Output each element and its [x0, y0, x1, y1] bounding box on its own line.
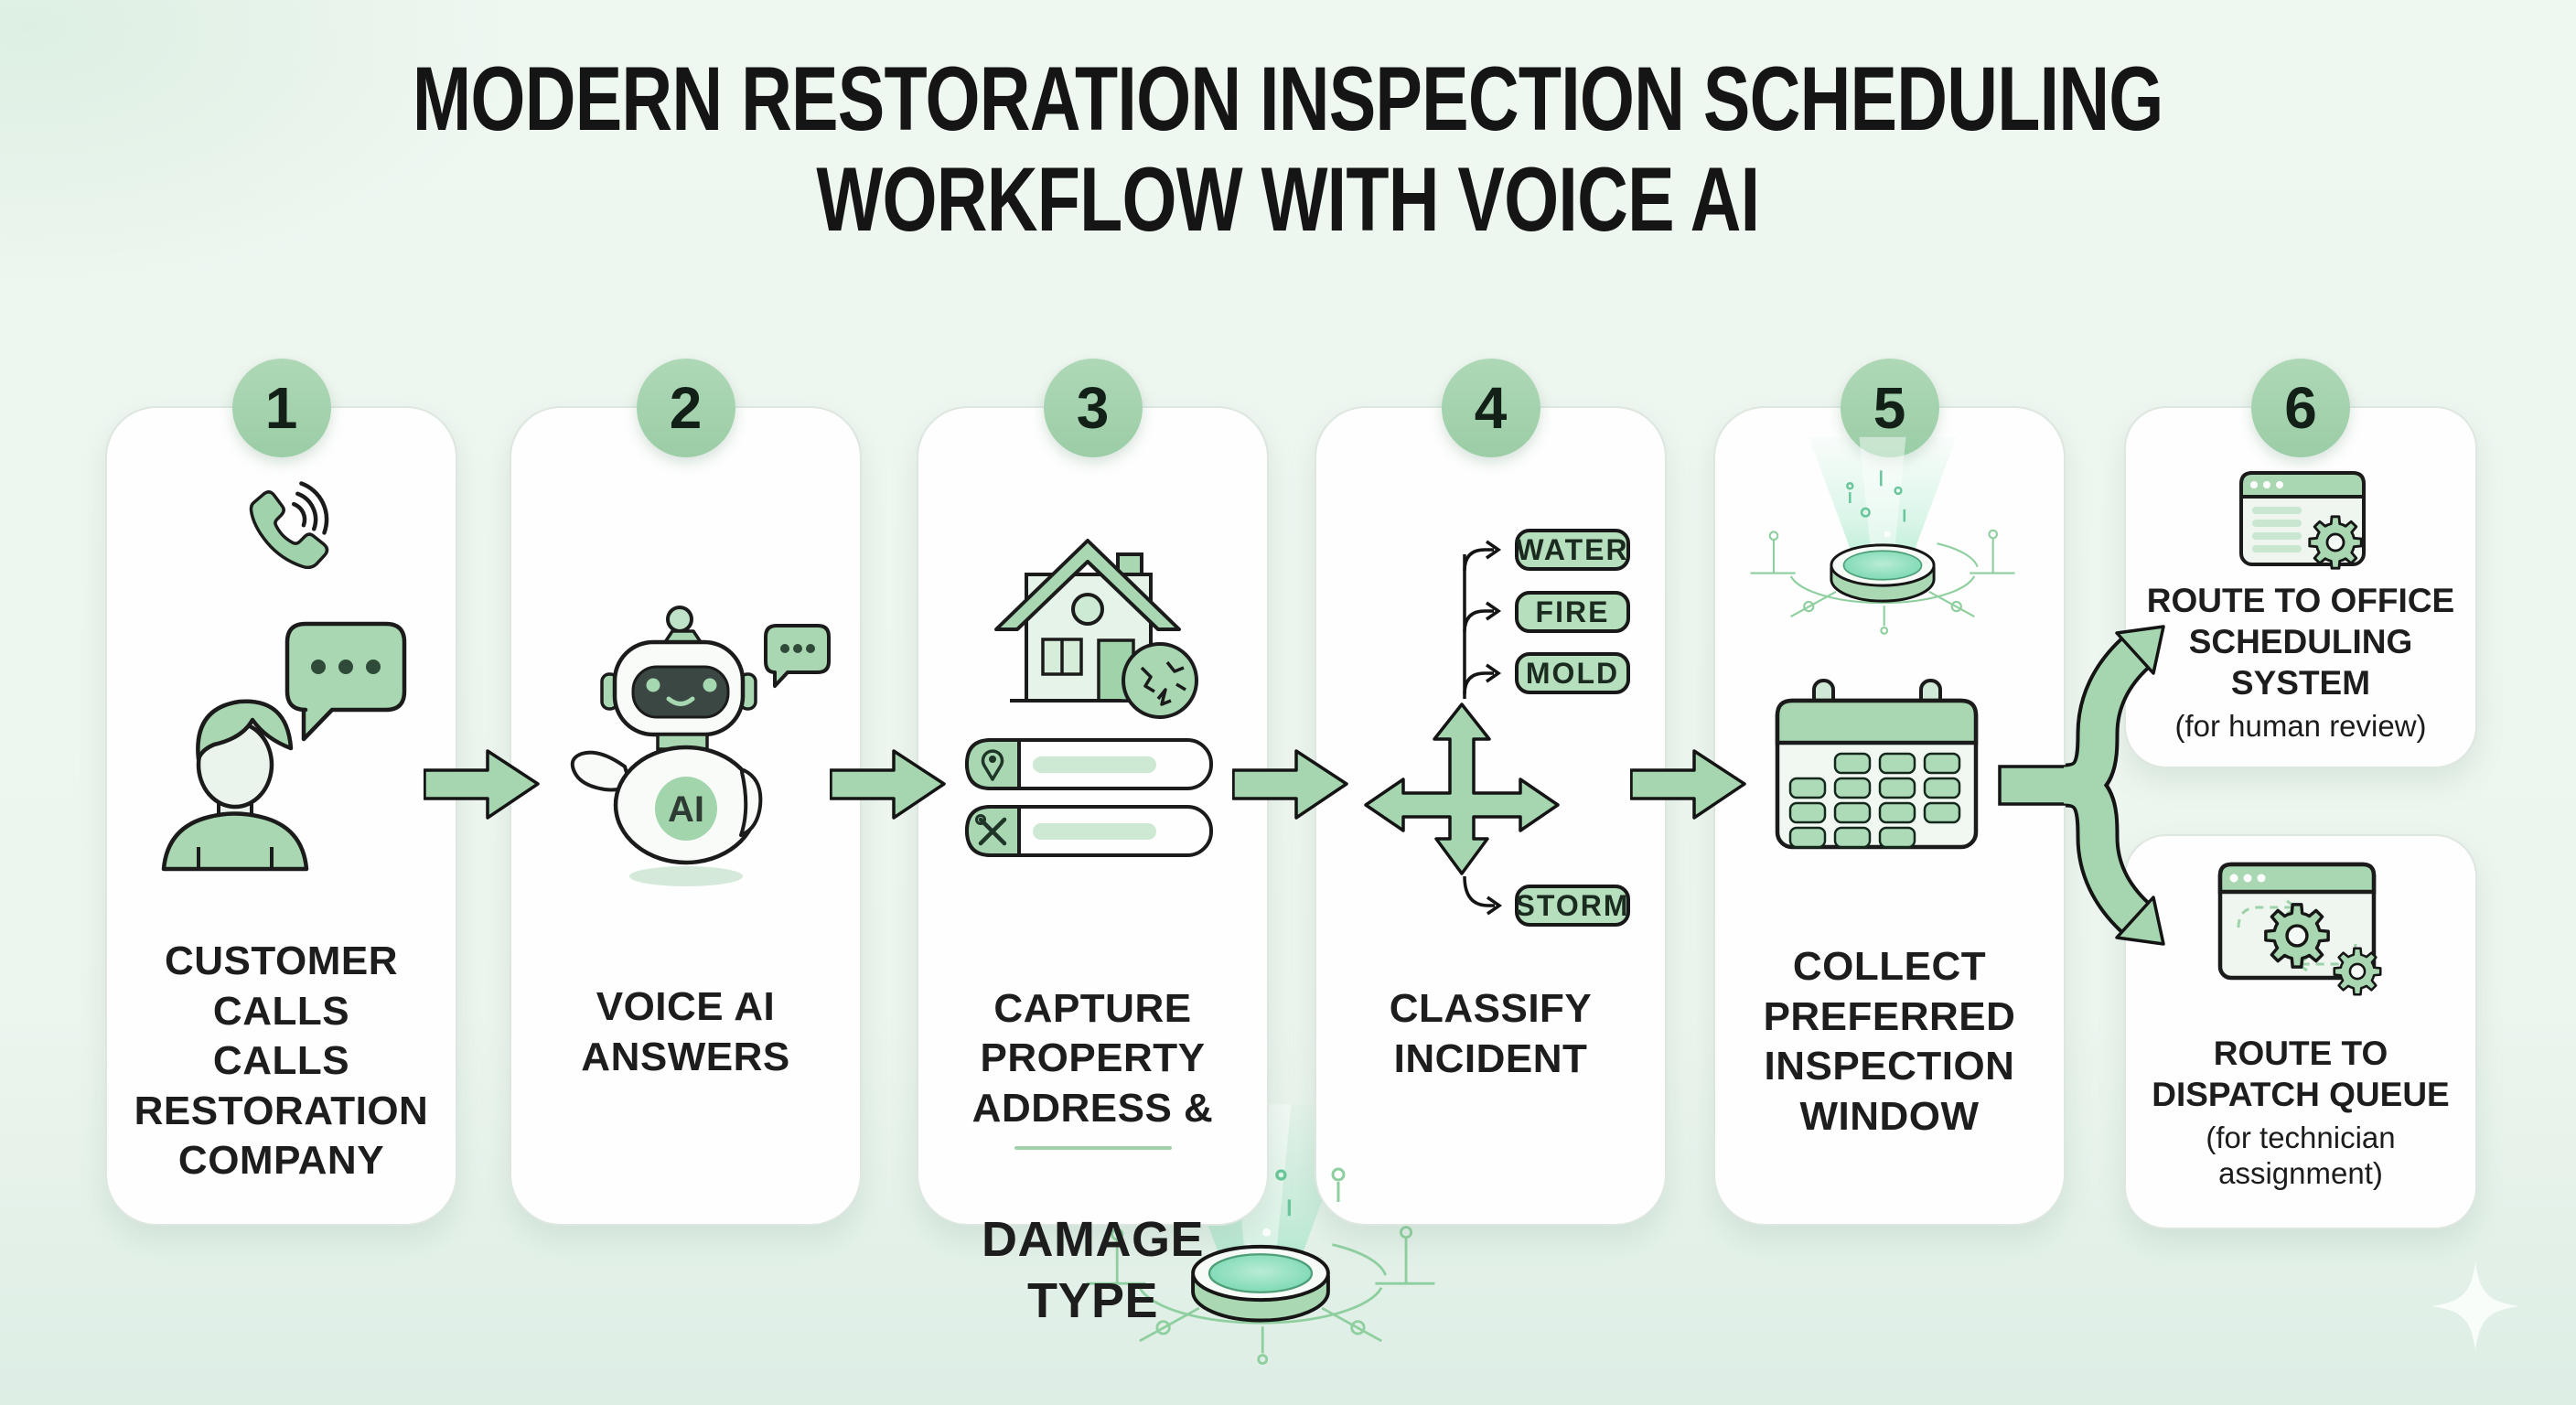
page-title-line2: WORKFLOW WITH VOICE AI: [816, 148, 1761, 250]
speech-bubble-icon: [284, 621, 407, 742]
calendar-icon: [1775, 679, 1979, 850]
incident-pill-water: WATER: [1515, 529, 1630, 571]
inspection-window-illustration: [1749, 435, 2016, 850]
step-number-badge: 1: [231, 359, 331, 457]
route-card-office: 6 ROUTE TO OFFICE SCHEDULING SYSTEM (for…: [2124, 359, 2477, 768]
step-card-5: 5 COLLECT PREFERRED INSPECTION WINDOW: [1713, 359, 2066, 1226]
route-label: ROUTE TO DISPATCH QUEUE (for technician …: [2133, 1033, 2468, 1192]
phone-call-icon: [249, 481, 329, 570]
sparkle-icon: [2431, 1262, 2519, 1350]
customer-call-illustration: [161, 481, 407, 872]
browser-gear-icon: [2239, 471, 2366, 570]
incident-pill-mold: MOLD: [1515, 652, 1630, 694]
route-card-dispatch: ROUTE TO DISPATCH QUEUE (for technician …: [2124, 834, 2477, 1229]
step-label: COLLECT PREFERRED INSPECTION WINDOW: [1763, 944, 2016, 1139]
route-note: (for technician assignment): [2206, 1121, 2396, 1191]
speech-bubble-icon: [764, 624, 831, 688]
robot-chip-label: AI: [668, 789, 704, 830]
customer-icon: [161, 699, 309, 872]
route-label: ROUTE TO OFFICE SCHEDULING SYSTEM (for h…: [2133, 580, 2468, 745]
step-label-emphasis: DAMAGE TYPE: [982, 1211, 1204, 1328]
voice-ai-illustration: AI: [570, 606, 831, 886]
property-capture-illustration: [964, 539, 1213, 857]
office-system-illustration: [2239, 471, 2366, 570]
step-card-2: 2 AI: [510, 359, 862, 1226]
step-card-1: 1: [105, 359, 457, 1226]
flow-arrow-2-3: [830, 749, 946, 820]
incident-pill-fire: FIRE: [1515, 591, 1630, 633]
step-number-badge: 6: [2251, 359, 2350, 457]
step-label: VOICE AI ANSWERS: [581, 984, 790, 1079]
split-arrow-5-6: [1998, 625, 2165, 946]
browser-gears-icon: [2217, 862, 2382, 996]
step-card-3: 3: [917, 359, 1269, 1328]
address-field-icon: [964, 738, 1213, 790]
step-number-badge: 4: [1441, 359, 1540, 457]
label-divider: [1014, 1146, 1172, 1151]
hologram-platform-icon: [1749, 435, 2016, 636]
step-number-badge: 3: [1043, 359, 1143, 457]
flow-arrow-4-5: [1630, 749, 1746, 820]
robot-icon: AI: [570, 606, 763, 886]
step-number-badge: 2: [636, 359, 735, 457]
step-card-4: 4 WATER FIRE MOLD S: [1315, 359, 1667, 1226]
flow-arrow-3-4: [1232, 749, 1348, 820]
damage-type-field-icon: [964, 805, 1213, 857]
step-label: CUSTOMER CALLS CALLS RESTORATION COMPANY: [134, 938, 429, 1184]
page-title-line1: MODERN RESTORATION INSPECTION SCHEDULING: [413, 48, 2163, 149]
direction-cross-icon: [1364, 702, 1560, 875]
house-damage-icon: [994, 539, 1198, 719]
dispatch-queue-illustration: [2217, 862, 2382, 996]
incident-pill-storm: STORM: [1515, 885, 1630, 927]
connector-lines: [1463, 540, 1503, 916]
flow-arrow-1-2: [424, 749, 540, 820]
step-label: CLASSIFY INCIDENT: [1389, 986, 1593, 1081]
route-note: (for human review): [2174, 709, 2427, 744]
step-label: CAPTURE PROPERTY ADDRESS & DAMAGE TYPE: [928, 934, 1258, 1381]
map-pin-decoration: [1331, 1167, 1346, 1202]
classification-illustration: [1331, 540, 1560, 1202]
